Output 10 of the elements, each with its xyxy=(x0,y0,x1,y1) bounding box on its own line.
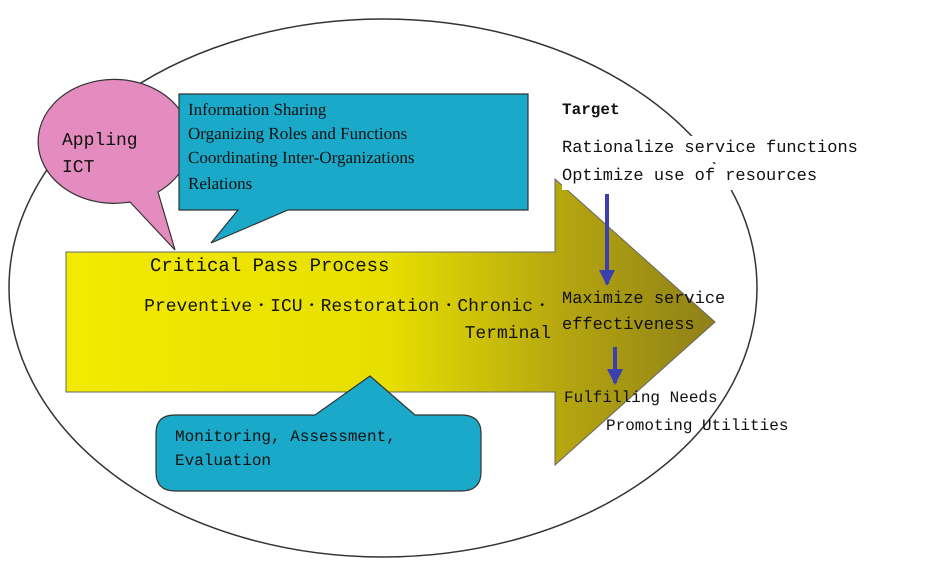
callout-text: Organizing Roles and Functions xyxy=(188,123,408,145)
target-text: Promoting Utilities xyxy=(606,416,790,437)
bubble-text: Appling ICT xyxy=(62,130,139,180)
arrow xyxy=(599,194,615,286)
callout-text: Coordinating Inter-Organizations Relations xyxy=(188,147,416,194)
arrow-title: Critical Pass Process xyxy=(150,254,390,279)
arrow xyxy=(607,347,623,385)
arrow-text: Preventive・ICU・Restoration・Chronic・Terminal xyxy=(143,296,551,346)
callout-text: Monitoring, Assessment, Evaluation xyxy=(175,427,397,472)
callout-text: Information Sharing xyxy=(188,99,328,121)
